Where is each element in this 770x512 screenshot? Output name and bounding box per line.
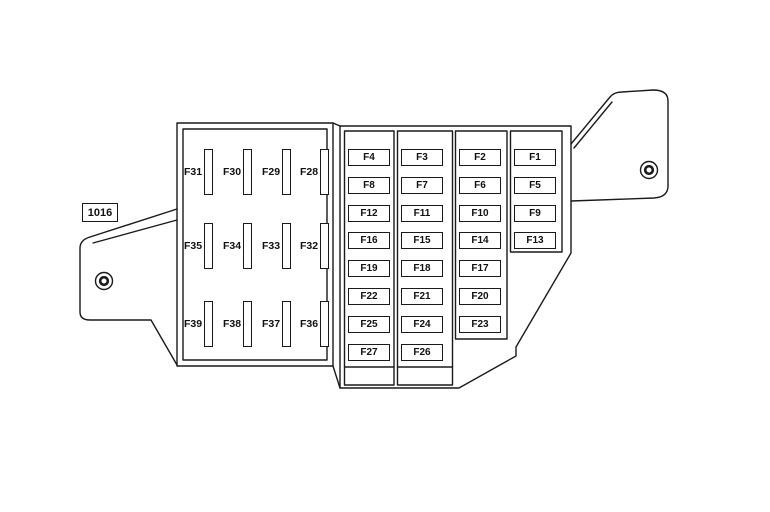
fuse-f31: F31 (184, 148, 224, 196)
fuse-f7: F7 (401, 177, 443, 194)
fuse-body (243, 149, 253, 195)
right-bolt-hole-icon (641, 162, 658, 179)
fuse-f10: F10 (459, 205, 501, 222)
left-bracket-inner-line (93, 220, 177, 243)
fuse-f14: F14 (459, 232, 501, 249)
fuse-body (243, 301, 253, 347)
fuse-f34: F34 (223, 222, 263, 270)
fuse-f9: F9 (514, 205, 556, 222)
part-number-label: 1016 (82, 203, 118, 222)
left-bolt-hole-icon (96, 273, 113, 290)
fuse-label: F36 (300, 318, 319, 330)
fuse-label: F35 (184, 240, 203, 252)
fuse-label: F32 (300, 240, 319, 252)
fuse-f36: F36 (300, 300, 340, 348)
fuse-f27: F27 (348, 344, 390, 361)
fuse-label: F30 (223, 166, 242, 178)
fuse-label: F34 (223, 240, 242, 252)
fuse-label: F33 (262, 240, 281, 252)
fuse-f8: F8 (348, 177, 390, 194)
fuse-body (243, 223, 253, 269)
fuse-label: F37 (262, 318, 281, 330)
fuse-rail-4 (511, 131, 563, 252)
fuse-f12: F12 (348, 205, 390, 222)
fuse-f35: F35 (184, 222, 224, 270)
fuse-label: F31 (184, 166, 203, 178)
fuse-f29: F29 (262, 148, 302, 196)
fuse-f21: F21 (401, 288, 443, 305)
fuse-f17: F17 (459, 260, 501, 277)
fuse-body (320, 301, 330, 347)
fuse-body (282, 149, 292, 195)
fuse-f18: F18 (401, 260, 443, 277)
fuse-f20: F20 (459, 288, 501, 305)
fuse-body (320, 149, 330, 195)
fuse-body (282, 223, 292, 269)
small-fuse-block-outline (340, 126, 571, 388)
fuse-label: F29 (262, 166, 281, 178)
fuse-f22: F22 (348, 288, 390, 305)
fuse-f28: F28 (300, 148, 340, 196)
fuse-body (204, 301, 214, 347)
fuse-f3: F3 (401, 149, 443, 166)
fuse-rail-2 (398, 131, 453, 385)
fuse-f1: F1 (514, 149, 556, 166)
fuse-f33: F33 (262, 222, 302, 270)
top-connector-line (333, 123, 340, 126)
fuse-body (282, 301, 292, 347)
right-mounting-bracket (571, 90, 668, 201)
fuse-f26: F26 (401, 344, 443, 361)
fuse-f24: F24 (401, 316, 443, 333)
right-bolt-hole-center-icon (645, 166, 653, 174)
fuse-f23: F23 (459, 316, 501, 333)
fuse-f32: F32 (300, 222, 340, 270)
fuse-f5: F5 (514, 177, 556, 194)
fuse-body (204, 149, 214, 195)
fuse-label: F39 (184, 318, 203, 330)
right-bracket-inner-line (574, 102, 612, 148)
fuse-f37: F37 (262, 300, 302, 348)
fuse-f30: F30 (223, 148, 263, 196)
fuse-f39: F39 (184, 300, 224, 348)
fuse-label: F38 (223, 318, 242, 330)
left-bolt-hole-center-icon (100, 277, 108, 285)
fuse-f19: F19 (348, 260, 390, 277)
fuse-f6: F6 (459, 177, 501, 194)
fuse-f2: F2 (459, 149, 501, 166)
fuse-f13: F13 (514, 232, 556, 249)
fuse-f25: F25 (348, 316, 390, 333)
fuse-label: F28 (300, 166, 319, 178)
left-mounting-bracket (80, 209, 177, 365)
bottom-connector-line (333, 366, 340, 388)
fuse-rail-3 (456, 131, 508, 339)
fuse-body (204, 223, 214, 269)
fuse-f11: F11 (401, 205, 443, 222)
fuse-f16: F16 (348, 232, 390, 249)
large-fuse-block-outer-outline (177, 123, 333, 366)
fuse-rail-1 (345, 131, 395, 385)
fuse-f15: F15 (401, 232, 443, 249)
fuse-f38: F38 (223, 300, 263, 348)
fuse-f4: F4 (348, 149, 390, 166)
fuse-body (320, 223, 330, 269)
